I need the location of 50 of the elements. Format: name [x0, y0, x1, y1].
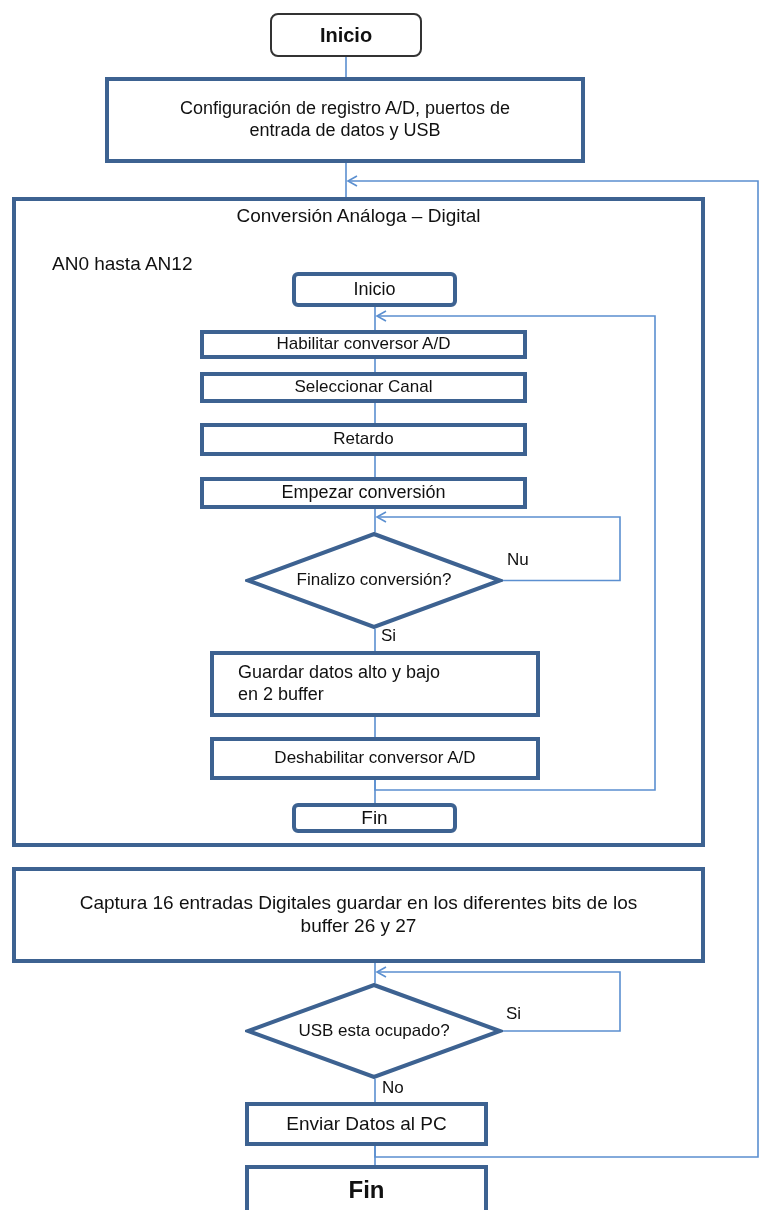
node-text: Guardar datos alto y bajo en 2 buffer: [237, 662, 442, 706]
node-text: Captura 16 entradas Digitales guardar en los diferentes bits de los buffer 26 y 27: [78, 892, 639, 938]
frame-title: Conversión Análoga – Digital: [235, 205, 482, 227]
connector-line: [374, 358, 376, 373]
end-terminal: [245, 1165, 488, 1210]
node-text: Habilitar conversor A/D: [276, 334, 451, 355]
connector-line: [374, 402, 376, 424]
connector-line: [374, 962, 376, 984]
node-text: Deshabilitar conversor A/D: [274, 748, 476, 769]
start-terminal: [292, 272, 457, 307]
connector-line: [374, 779, 376, 804]
connector-line: [374, 628, 376, 652]
frame-note: AN0 hasta AN12: [52, 253, 193, 275]
node-text: Fin: [348, 1175, 385, 1205]
start-terminal: [270, 13, 422, 57]
decision-diamond: [245, 532, 503, 629]
connector-line: [374, 455, 376, 478]
process-box: [200, 372, 527, 403]
arrow: [347, 175, 759, 1158]
node-text: Inicio: [353, 278, 396, 301]
connector-line: [345, 56, 347, 78]
arrow: [376, 511, 621, 582]
connector-line: [374, 1145, 376, 1166]
arrow: [374, 310, 656, 791]
connector-line: [374, 306, 376, 331]
process-box: [105, 77, 585, 163]
connector-line: [374, 1078, 376, 1103]
process-box: [12, 867, 705, 963]
decision-text: USB esta ocupado?: [298, 1020, 450, 1042]
process-box: [200, 423, 527, 456]
arrow: [376, 966, 621, 1032]
node-text: Inicio: [319, 23, 373, 47]
process-box: [200, 477, 527, 509]
process-box: [245, 1102, 488, 1146]
node-text: Configuración de registro A/D, puertos de entrada de datos y USB: [178, 98, 512, 142]
connector-line: [345, 162, 347, 198]
node-text: Fin: [361, 806, 388, 830]
node-text: Empezar conversión: [281, 482, 446, 504]
node-text: Retardo: [333, 429, 394, 450]
connector-line: [374, 716, 376, 738]
subprocess-frame: [12, 197, 705, 847]
process-box: [210, 651, 540, 717]
process-box: [200, 330, 527, 359]
connector-line: [374, 508, 376, 533]
decision-diamond: [245, 983, 503, 1079]
process-box: [210, 737, 540, 780]
end-terminal: [292, 803, 457, 833]
node-text: Seleccionar Canal: [294, 377, 433, 398]
decision-text: Finalizo conversión?: [296, 570, 452, 591]
node-text: Enviar Datos al PC: [286, 1112, 447, 1136]
